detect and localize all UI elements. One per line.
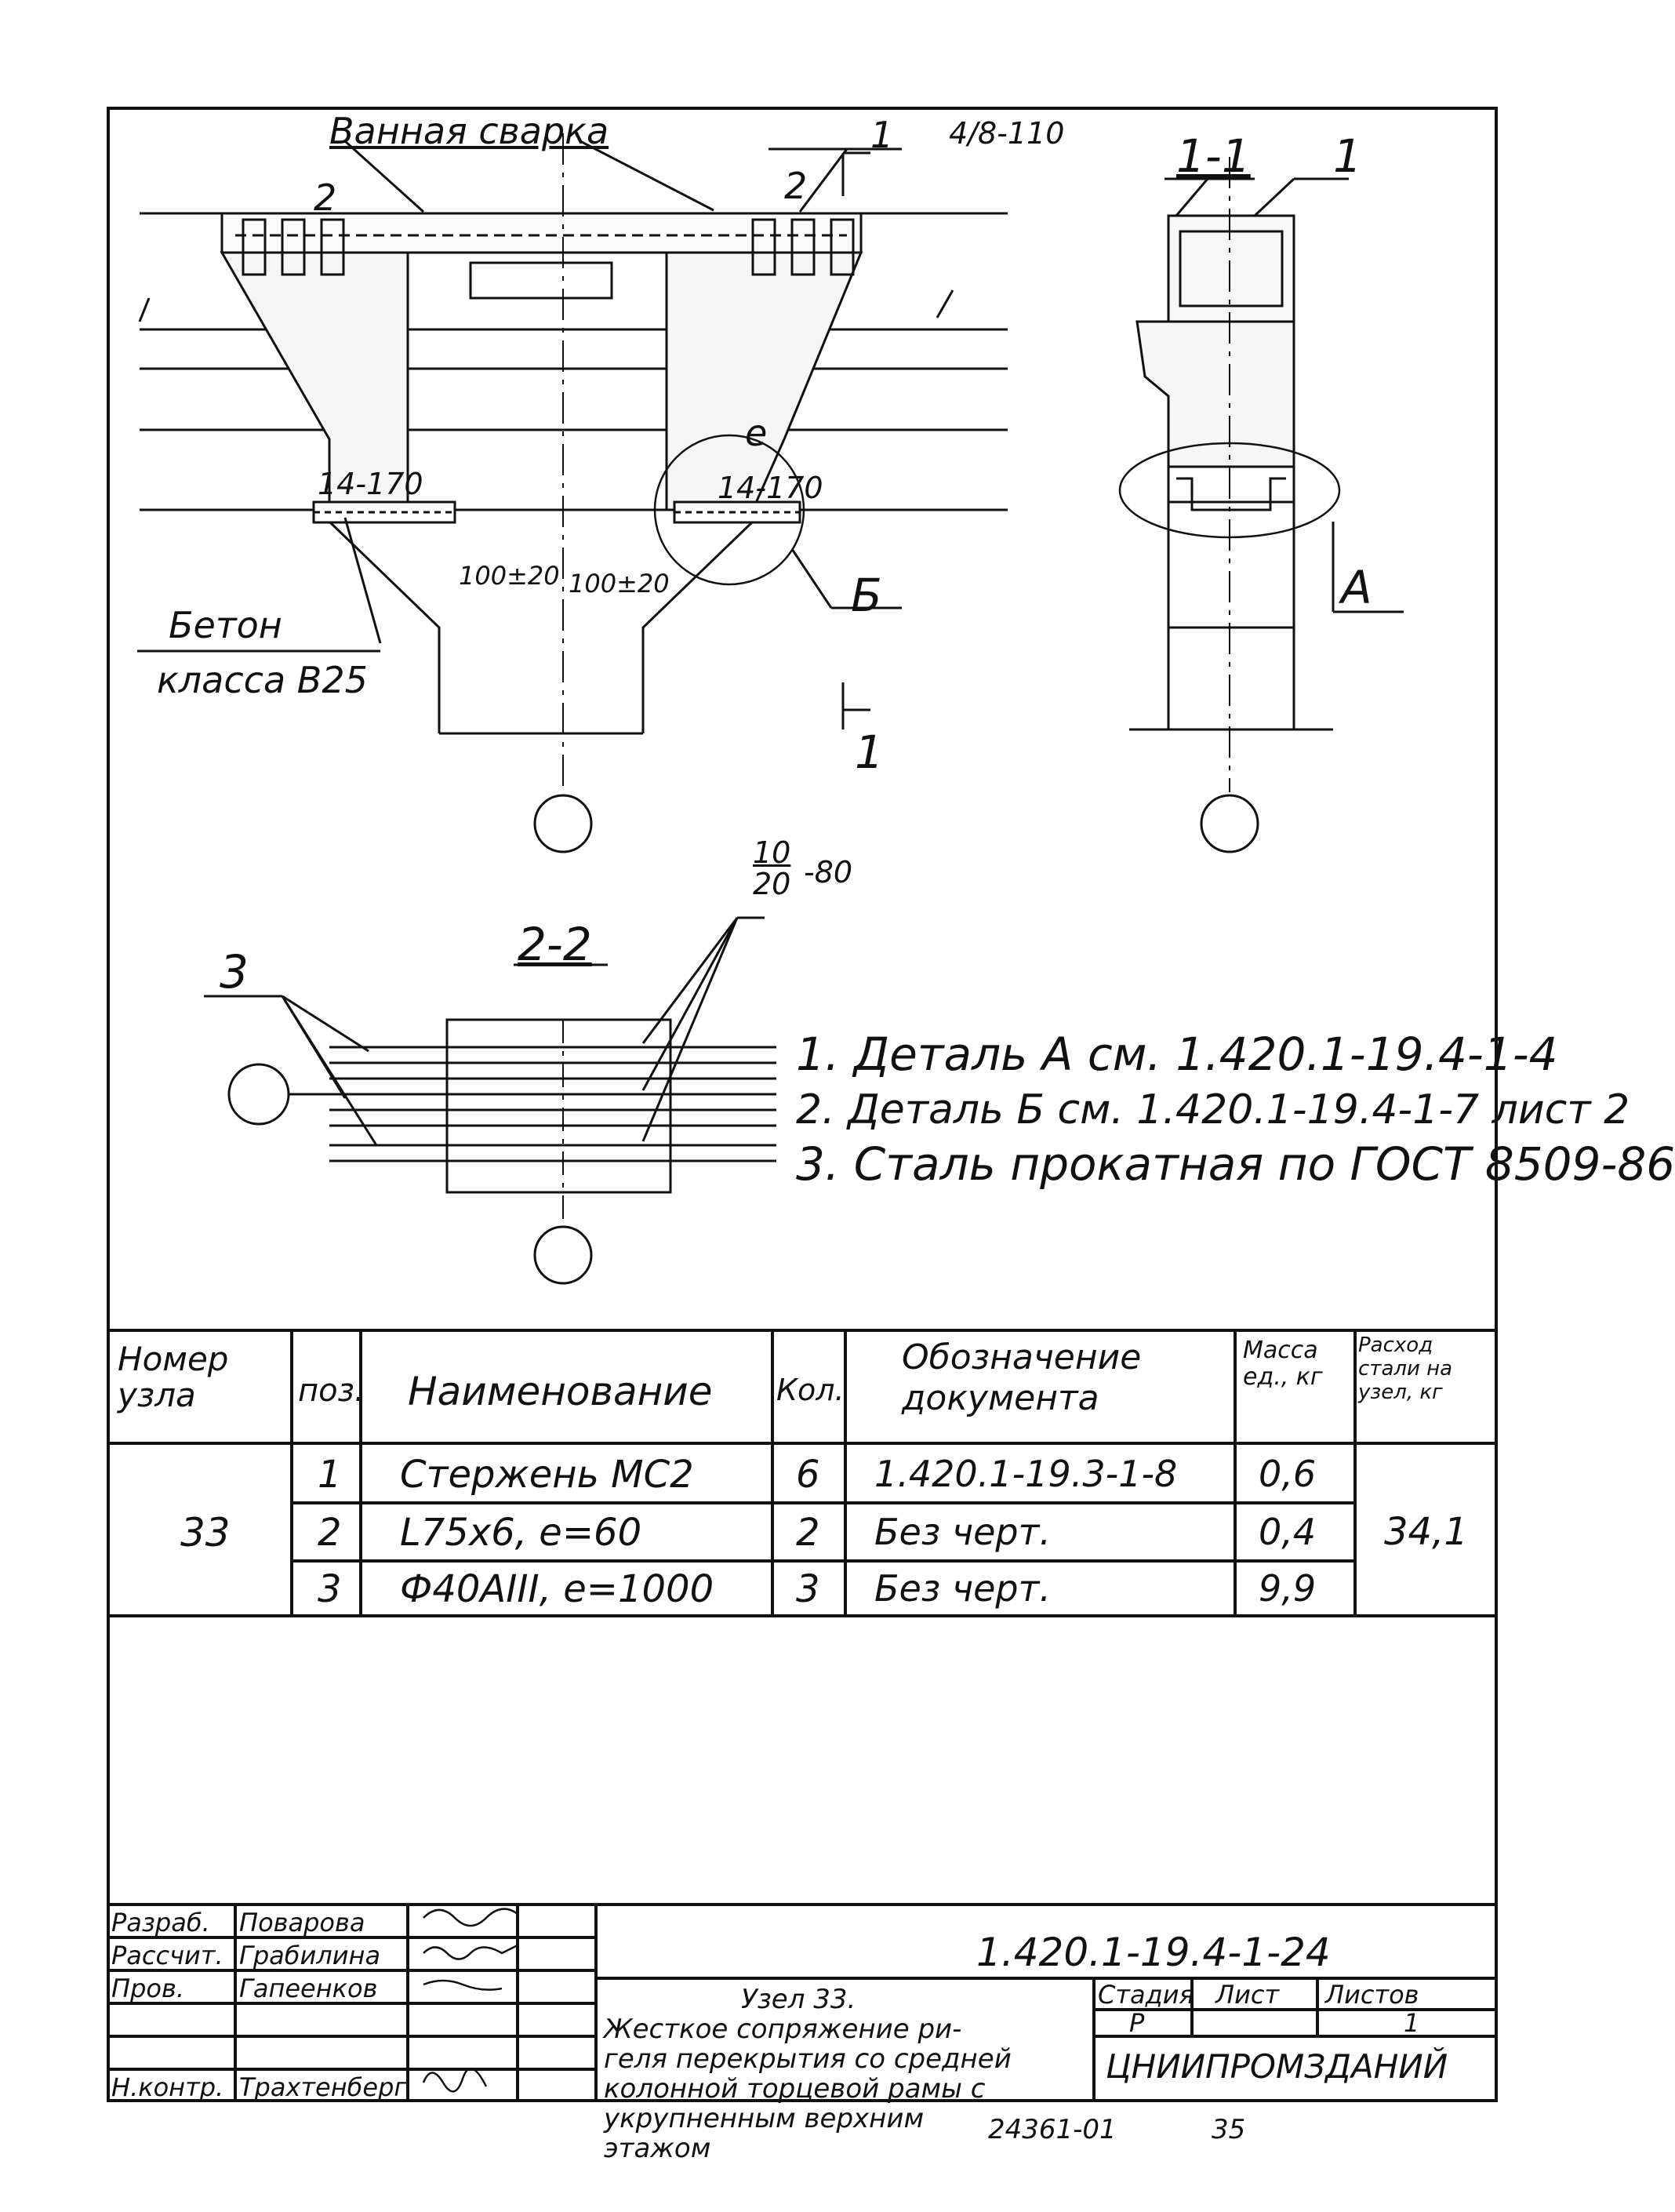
description-line-6: этажом [604, 2133, 711, 2164]
node-number: 33 [180, 1510, 231, 1555]
row-1-pos: 1 [318, 1453, 342, 1497]
header-doc: Обозначение документа [902, 1337, 1142, 1418]
row-2-pos: 2 [318, 1511, 342, 1555]
detail-a-label: А [1341, 561, 1372, 614]
signature-scribbles [422, 1908, 518, 2093]
dimension-left: 100±20 [459, 561, 560, 591]
sig-6-name: Трахтенберг [239, 2072, 408, 2102]
note-1: 1. Деталь А см. 1.420.1-19.4-1-4 [796, 1028, 1558, 1081]
row-1-name: Стержень МС2 [400, 1453, 694, 1497]
sheets-header: Листов [1325, 1980, 1419, 2010]
description-line-3: геля перекрытия со средней [604, 2043, 1012, 2075]
bracket-label-right: 14-170 [718, 471, 823, 505]
concrete-class-label: класса В25 [157, 659, 368, 701]
sheet-header: Лист [1215, 1980, 1280, 2010]
drawing-graphics [107, 107, 1498, 2102]
section-cut-bottom: 1 [855, 726, 884, 779]
circle-label-e: е [745, 412, 768, 454]
row-1-qty: 6 [796, 1453, 820, 1497]
description-line-2: Жесткое сопряжение ри- [604, 2014, 962, 2045]
row-1-mass: 0,6 [1259, 1453, 1317, 1495]
section-2-2-title: 2-2 [518, 918, 592, 971]
note-2: 2. Деталь Б см. 1.420.1-19.4-1-7 лист 2 [796, 1086, 1630, 1133]
section-1-1 [1118, 157, 1404, 853]
bracket-label-left: 14-170 [318, 467, 423, 501]
header-qty: Кол. [776, 1373, 845, 1407]
header-pos: поз. [298, 1373, 365, 1409]
row-1-doc: 1.420.1-19.3-1-8 [874, 1453, 1178, 1495]
weld-callout-right: 2 [784, 165, 808, 207]
sig-3-role: Пров. [111, 1974, 184, 2003]
stage-value: Р [1129, 2008, 1145, 2038]
stage-header: Стадия [1098, 1980, 1194, 2010]
doc-code: 1.420.1-19.4-1-24 [976, 1930, 1331, 1975]
weld-callout-left: 2 [314, 176, 337, 219]
spec-table-grid [108, 1329, 1496, 1617]
weld-label: Ванная сварка [329, 110, 609, 152]
rebar-label-suffix: -80 [804, 855, 853, 890]
steel-total: 34,1 [1384, 1510, 1468, 1554]
description-line-1: Узел 33. [741, 1984, 856, 2015]
row-3-name: Ф40АIII, е=1000 [400, 1567, 714, 1611]
row-2-qty: 2 [796, 1511, 820, 1555]
header-node: Номер узла [118, 1340, 229, 1414]
row-3-qty: 3 [796, 1567, 820, 1611]
section-1-1-title: 1-1 [1176, 129, 1251, 183]
description-line-5: укрупненным верхним [604, 2103, 925, 2134]
concrete-label: Бетон [169, 604, 282, 646]
row-2-mass: 0,4 [1259, 1511, 1317, 1553]
section-cut-top: 1 [870, 114, 894, 156]
sig-1-name: Поварова [239, 1908, 365, 1937]
organization: ЦНИИПРОМЗДАНИЙ [1106, 2047, 1448, 2086]
sig-3-name: Гапеенков [239, 1974, 378, 2003]
tie-label: 4/8-110 [949, 116, 1065, 151]
section-2-2-callout: 3 [220, 945, 249, 999]
sheets-value: 1 [1404, 2008, 1420, 2038]
title-block-grid [108, 1903, 1496, 2101]
sig-6-role: Н.контр. [111, 2072, 224, 2102]
header-steel: Расход стали на узел, кг [1358, 1333, 1453, 1404]
detail-b-label: Б [851, 569, 882, 622]
rebar-label-bottom: 20 [753, 867, 791, 901]
page-number: 35 [1212, 2114, 1246, 2145]
row-3-mass: 9,9 [1259, 1567, 1317, 1610]
drawing-sheet: Ванная сварка 2 2 1 4/8-110 14-170 14-17… [107, 107, 1675, 2163]
dimension-right: 100±20 [569, 569, 670, 598]
row-3-doc: Без черт. [874, 1567, 1052, 1610]
note-3: 3. Сталь прокатная по ГОСТ 8509-86 [796, 1137, 1675, 1191]
header-name: Наименование [408, 1369, 713, 1414]
description-line-4: колонной торцевой рамы с [604, 2073, 986, 2105]
row-3-pos: 3 [318, 1567, 342, 1611]
row-2-doc: Без черт. [874, 1511, 1052, 1553]
sheet-frame [107, 107, 1498, 2102]
main-elevation [137, 133, 1008, 853]
sig-1-role: Разраб. [111, 1908, 210, 1937]
sig-2-role: Рассчит. [111, 1941, 223, 1970]
description: Узел 33. Жесткое сопряжение ри- геля пер… [604, 1985, 1090, 2163]
row-2-name: L75x6, е=60 [400, 1511, 642, 1555]
rebar-label-top: 10 [753, 835, 791, 870]
archive-number: 24361-01 [988, 2114, 1117, 2145]
header-mass: Масса ед., кг [1243, 1337, 1323, 1391]
section-1-1-callout: 1 [1333, 129, 1362, 183]
sig-2-name: Грабилина [239, 1941, 381, 1970]
section-2-2 [204, 916, 776, 1285]
